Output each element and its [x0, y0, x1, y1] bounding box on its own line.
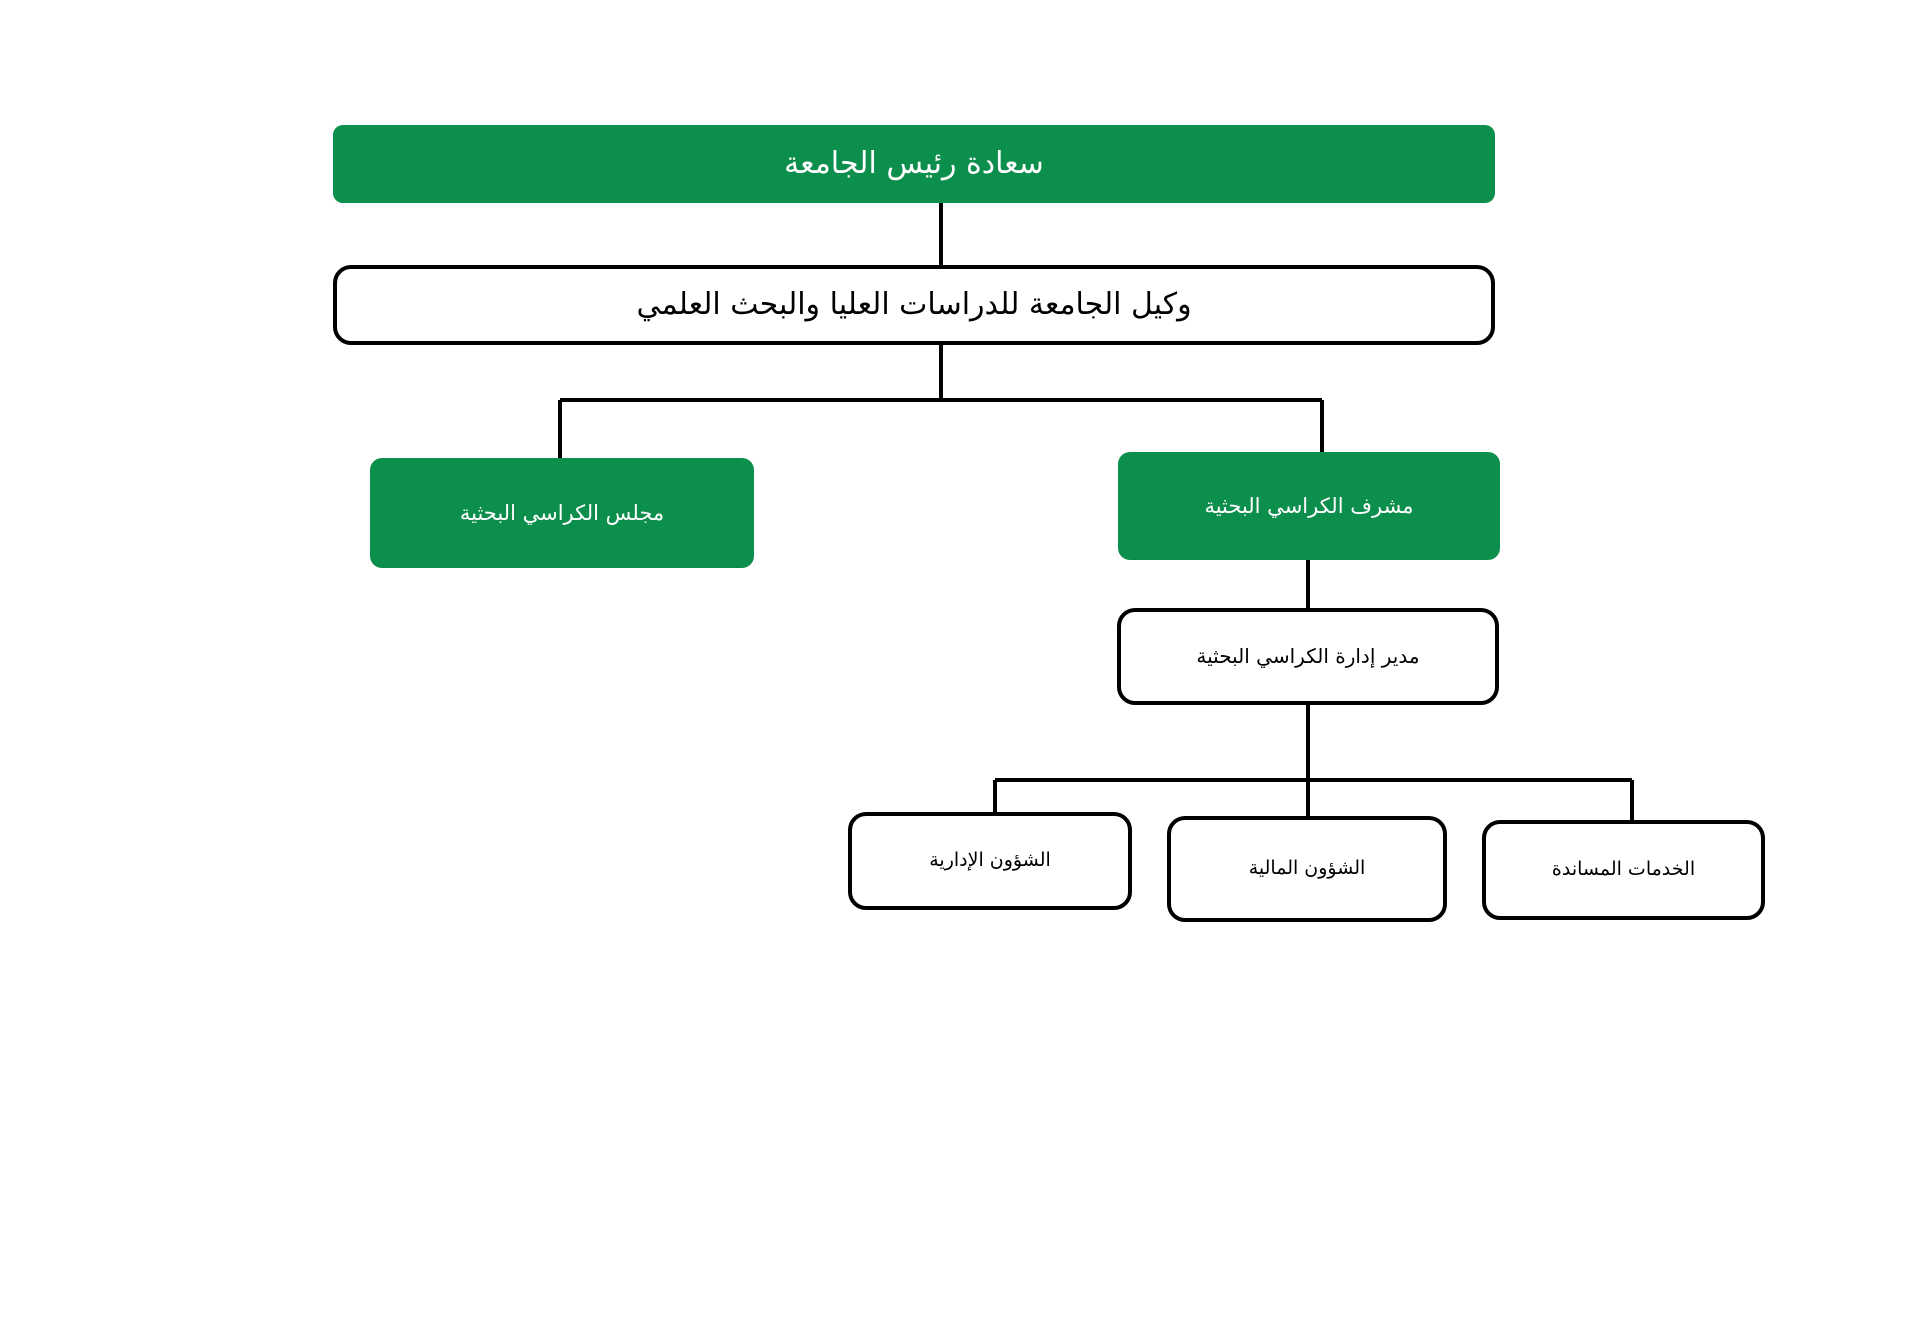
node-research-chairs-supervisor-label: مشرف الكراسي البحثية [1204, 493, 1414, 518]
node-vice-president[interactable]: وكيل الجامعة للدراسات العليا والبحث العل… [333, 265, 1495, 345]
node-administrative-affairs[interactable]: الشؤون الإدارية [848, 812, 1132, 910]
node-administrative-affairs-label: الشؤون الإدارية [929, 849, 1051, 872]
node-research-chairs-director[interactable]: مدير إدارة الكراسي البحثية [1117, 608, 1499, 705]
node-support-services[interactable]: الخدمات المساندة [1482, 820, 1765, 920]
node-research-chairs-council-label: مجلس الكراسي البحثية [459, 500, 665, 525]
node-president-label: سعادة رئيس الجامعة [784, 146, 1044, 182]
node-research-chairs-council[interactable]: مجلس الكراسي البحثية [370, 458, 754, 568]
node-research-chairs-supervisor[interactable]: مشرف الكراسي البحثية [1118, 452, 1500, 560]
node-research-chairs-director-label: مدير إدارة الكراسي البحثية [1196, 644, 1420, 668]
node-financial-affairs[interactable]: الشؤون المالية [1167, 816, 1447, 922]
node-president[interactable]: سعادة رئيس الجامعة [333, 125, 1495, 203]
node-vice-president-label: وكيل الجامعة للدراسات العليا والبحث العل… [636, 287, 1192, 323]
node-support-services-label: الخدمات المساندة [1551, 858, 1696, 881]
node-financial-affairs-label: الشؤون المالية [1248, 857, 1366, 880]
